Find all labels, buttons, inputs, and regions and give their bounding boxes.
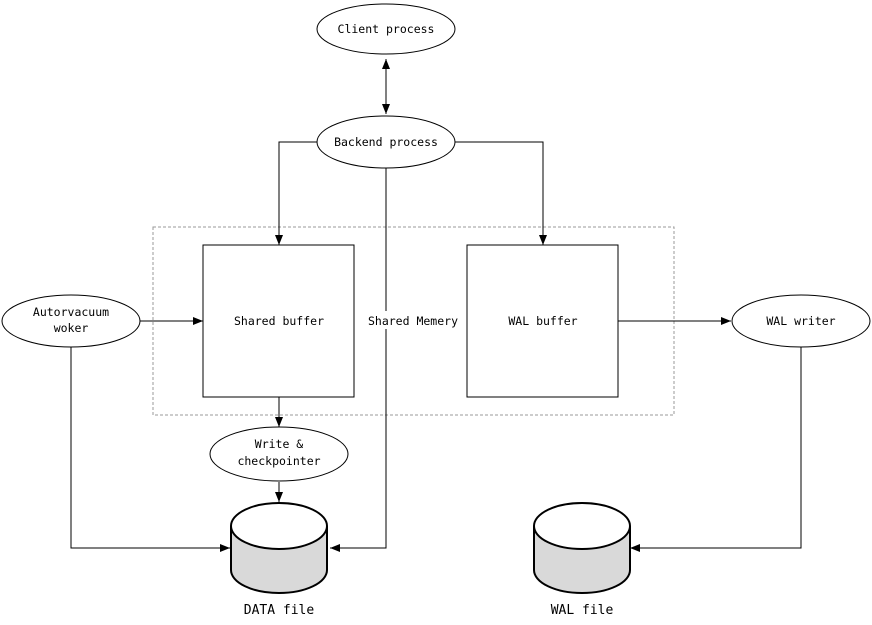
data-file-label: DATA file [244,603,315,618]
shared-memory-label-bg [369,311,459,329]
shared-buffer-node[interactable]: Shared buffer [202,244,355,398]
shared-memory-label: Shared Memery [368,314,458,328]
checkpointer-label-line2: checkpointer [237,454,320,468]
client-process-label: Client process [338,22,435,36]
wal-writer-node[interactable]: WAL writer [731,294,871,348]
wal-buffer-node[interactable]: WAL buffer [466,244,619,398]
wal-writer-label: WAL writer [766,314,835,328]
shared-buffer-label: Shared buffer [234,314,324,328]
backend-process-label: Backend process [334,135,438,149]
backend-to-shared-buffer-arrow [275,141,318,245]
wal-file-label: WAL file [551,603,614,618]
autovacuum-worker-node[interactable]: Autorvacuum woker [1,294,141,348]
autovacuum-label-line2: woker [54,321,89,335]
data-file-node[interactable]: DATA file [230,502,328,618]
wal-buffer-label: WAL buffer [508,314,577,328]
autovacuum-to-data-file-arrow [70,346,230,552]
client-process-node[interactable]: Client process [316,3,456,55]
checkpointer-node[interactable]: Write & checkpointer [209,426,349,482]
backend-to-data-file-arrow [330,168,387,552]
backend-to-wal-buffer-arrow [455,141,547,245]
wal-writer-to-wal-file-arrow [630,347,802,552]
wal-file-node[interactable]: WAL file [533,502,631,618]
backend-process-node[interactable]: Backend process [316,115,456,169]
checkpointer-label-line1: Write & [255,437,304,451]
autovacuum-label-line1: Autorvacuum [33,305,109,319]
